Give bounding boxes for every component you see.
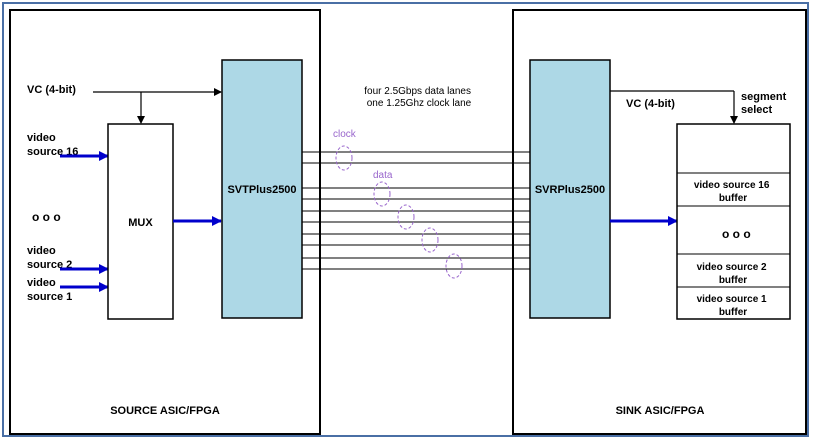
buffer-src2-label: video source 2 buffer <box>697 262 770 286</box>
input-dots: o o o <box>32 210 61 224</box>
svrplus-label: SVRPlus2500 <box>535 184 605 196</box>
data-label: data <box>373 170 393 181</box>
buffer-dots: o o o <box>722 227 751 241</box>
data-lane-marker <box>397 204 415 230</box>
mux-block <box>107 123 174 320</box>
input-src1-label: video source 1 <box>27 277 72 303</box>
sink-vc-label: VC (4-bit) <box>626 98 675 110</box>
clock-label: clock <box>333 129 357 140</box>
svrplus-block <box>529 59 611 319</box>
source-vc-label: VC (4-bit) <box>27 84 76 96</box>
clock-lane-marker <box>335 145 353 171</box>
data-lane-marker <box>373 181 391 207</box>
buffer-src16-label: video source 16 buffer <box>694 180 772 204</box>
data-lane-marker <box>445 253 463 279</box>
link-description: four 2.5Gbps data lanes one 1.25Ghz cloc… <box>364 86 474 109</box>
sink-caption: SINK ASIC/FPGA <box>616 405 705 417</box>
data-lane-marker <box>421 227 439 253</box>
lane-lines <box>302 151 530 270</box>
mux-label: MUX <box>128 217 153 229</box>
source-caption: SOURCE ASIC/FPGA <box>110 405 220 417</box>
buffer-stack <box>676 123 791 320</box>
svtplus-block <box>221 59 303 319</box>
svtplus-label: SVTPlus2500 <box>227 184 296 196</box>
segment-select-label: segment select <box>741 91 789 116</box>
buffer-src1-label: video source 1 buffer <box>697 294 770 318</box>
